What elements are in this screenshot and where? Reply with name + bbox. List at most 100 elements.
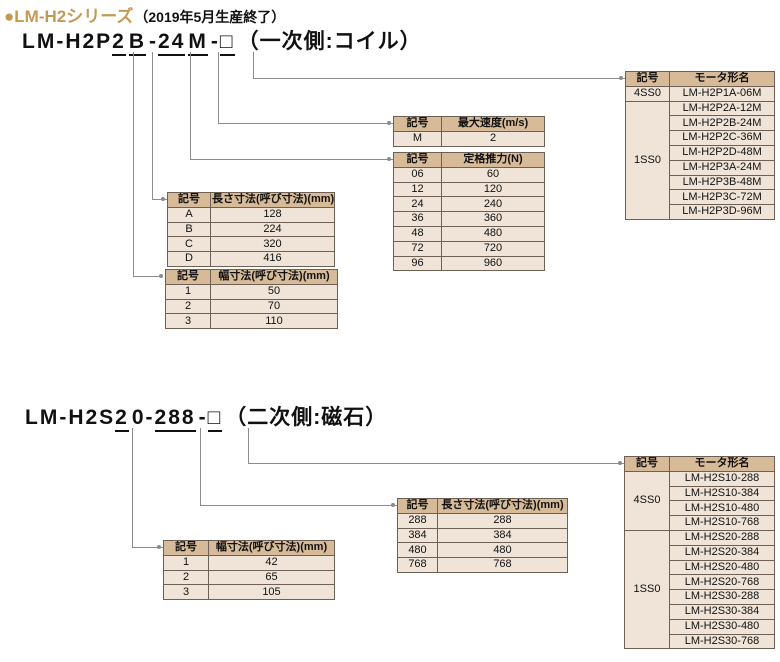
table-cell: 70 [210, 298, 338, 315]
table-cell: LM-H2S10-480 [669, 500, 775, 517]
table-cell: 06 [393, 166, 442, 183]
table-cell: 2 [163, 569, 209, 586]
connector-dot [387, 121, 391, 125]
connector-line [248, 463, 624, 464]
table-cell: LM-H2P2C-36M [669, 130, 775, 146]
table-cell: 384 [437, 527, 568, 544]
connector-line [152, 52, 153, 199]
connector-dot [161, 197, 165, 201]
column-header: 記号 [397, 498, 438, 514]
column-header: モータ形名 [669, 71, 775, 87]
connector-dot [157, 545, 161, 549]
table-row: LM-H2S30-768 [625, 633, 775, 650]
table-cell: 224 [210, 221, 335, 238]
model-code-segment: □ [207, 406, 223, 432]
model-text-segment: - [198, 406, 208, 429]
table-cell: LM-H2P3D-96M [669, 204, 775, 220]
connector-dot [618, 461, 622, 465]
table-row: LM-H2S30-480 [625, 618, 775, 635]
model-code-segment: 24 [158, 30, 186, 56]
table-row: LM-H2P3D-96M [626, 204, 775, 220]
column-header: 記号 [393, 116, 442, 132]
table-cell: 384 [397, 527, 438, 544]
table-cell: 1SS0 [624, 529, 670, 650]
table-cell: LM-H2S30-768 [669, 633, 775, 650]
table-cell: LM-H2S10-384 [669, 485, 775, 502]
series-title: LM-H2シリーズ [14, 7, 134, 26]
column-header: 記号 [167, 192, 211, 208]
table-row: LM-H2S20-480 [625, 559, 775, 576]
table-cell: 42 [208, 554, 335, 571]
table-cell: LM-H2P2B-24M [669, 115, 775, 132]
connector-line [253, 78, 625, 79]
connector-line [133, 276, 163, 277]
header-row: 記号最大速度(m/s) [393, 116, 545, 132]
table-cell: 36 [393, 211, 442, 227]
table-cell: A [167, 206, 211, 223]
model-text-segment: LM-H2P [22, 30, 113, 53]
table-cell: 120 [441, 181, 545, 198]
bullet-icon: ● [4, 7, 15, 26]
table-cell: 2 [441, 130, 545, 147]
connector-line [218, 123, 393, 124]
table-cell: 48 [393, 225, 442, 242]
model-text-segment: - [145, 406, 155, 429]
model-code-segment: B [128, 30, 147, 56]
table-cell: 4SS0 [625, 85, 670, 102]
table-cell: 480 [397, 542, 438, 559]
table-cell: 105 [208, 584, 335, 601]
column-header: 記号 [165, 269, 211, 285]
model-code-segment: 2 [112, 30, 126, 56]
table-cell: 960 [441, 255, 545, 272]
header-row: 記号長さ寸法(呼び寸法)(mm) [397, 498, 568, 514]
table-cell: 1 [163, 554, 209, 571]
model-code-segment: 288 [154, 406, 196, 432]
header-row: 記号モータ形名 [624, 456, 775, 472]
connector-line [133, 52, 134, 276]
table-cell: 96 [393, 255, 442, 272]
column-header: 幅寸法(呼び寸法)(mm) [210, 269, 338, 285]
table-cell: 110 [210, 313, 338, 330]
connector-line [248, 428, 249, 463]
column-header: 幅寸法(呼び寸法)(mm) [208, 540, 335, 556]
table-cell: LM-H2P3A-24M [669, 159, 775, 176]
table-cell: LM-H2P1A-06M [669, 85, 775, 102]
table-cell: D [167, 251, 211, 267]
table-row: LM-H2S20-384 [625, 544, 775, 561]
table-cell: 1SS0 [625, 100, 670, 220]
table-cell: 768 [437, 557, 568, 573]
table-cell: 65 [208, 569, 335, 586]
table-cell: LM-H2S20-288 [669, 529, 775, 546]
table-cell: 288 [397, 512, 438, 529]
connector-line [200, 505, 397, 506]
connector-line [253, 52, 254, 78]
header-row: 記号幅寸法(呼び寸法)(mm) [163, 540, 335, 556]
table-cell: 12 [393, 181, 442, 198]
column-header: 長さ寸法(呼び寸法)(mm) [210, 192, 335, 208]
model-code-segment: □ [219, 30, 235, 56]
connector-line [190, 159, 393, 160]
model-code-segment: M [188, 30, 208, 56]
table-row: LM-H2P2D-48M [626, 144, 775, 161]
connector-dot [159, 274, 163, 278]
table-cell: LM-H2S30-480 [669, 618, 775, 635]
